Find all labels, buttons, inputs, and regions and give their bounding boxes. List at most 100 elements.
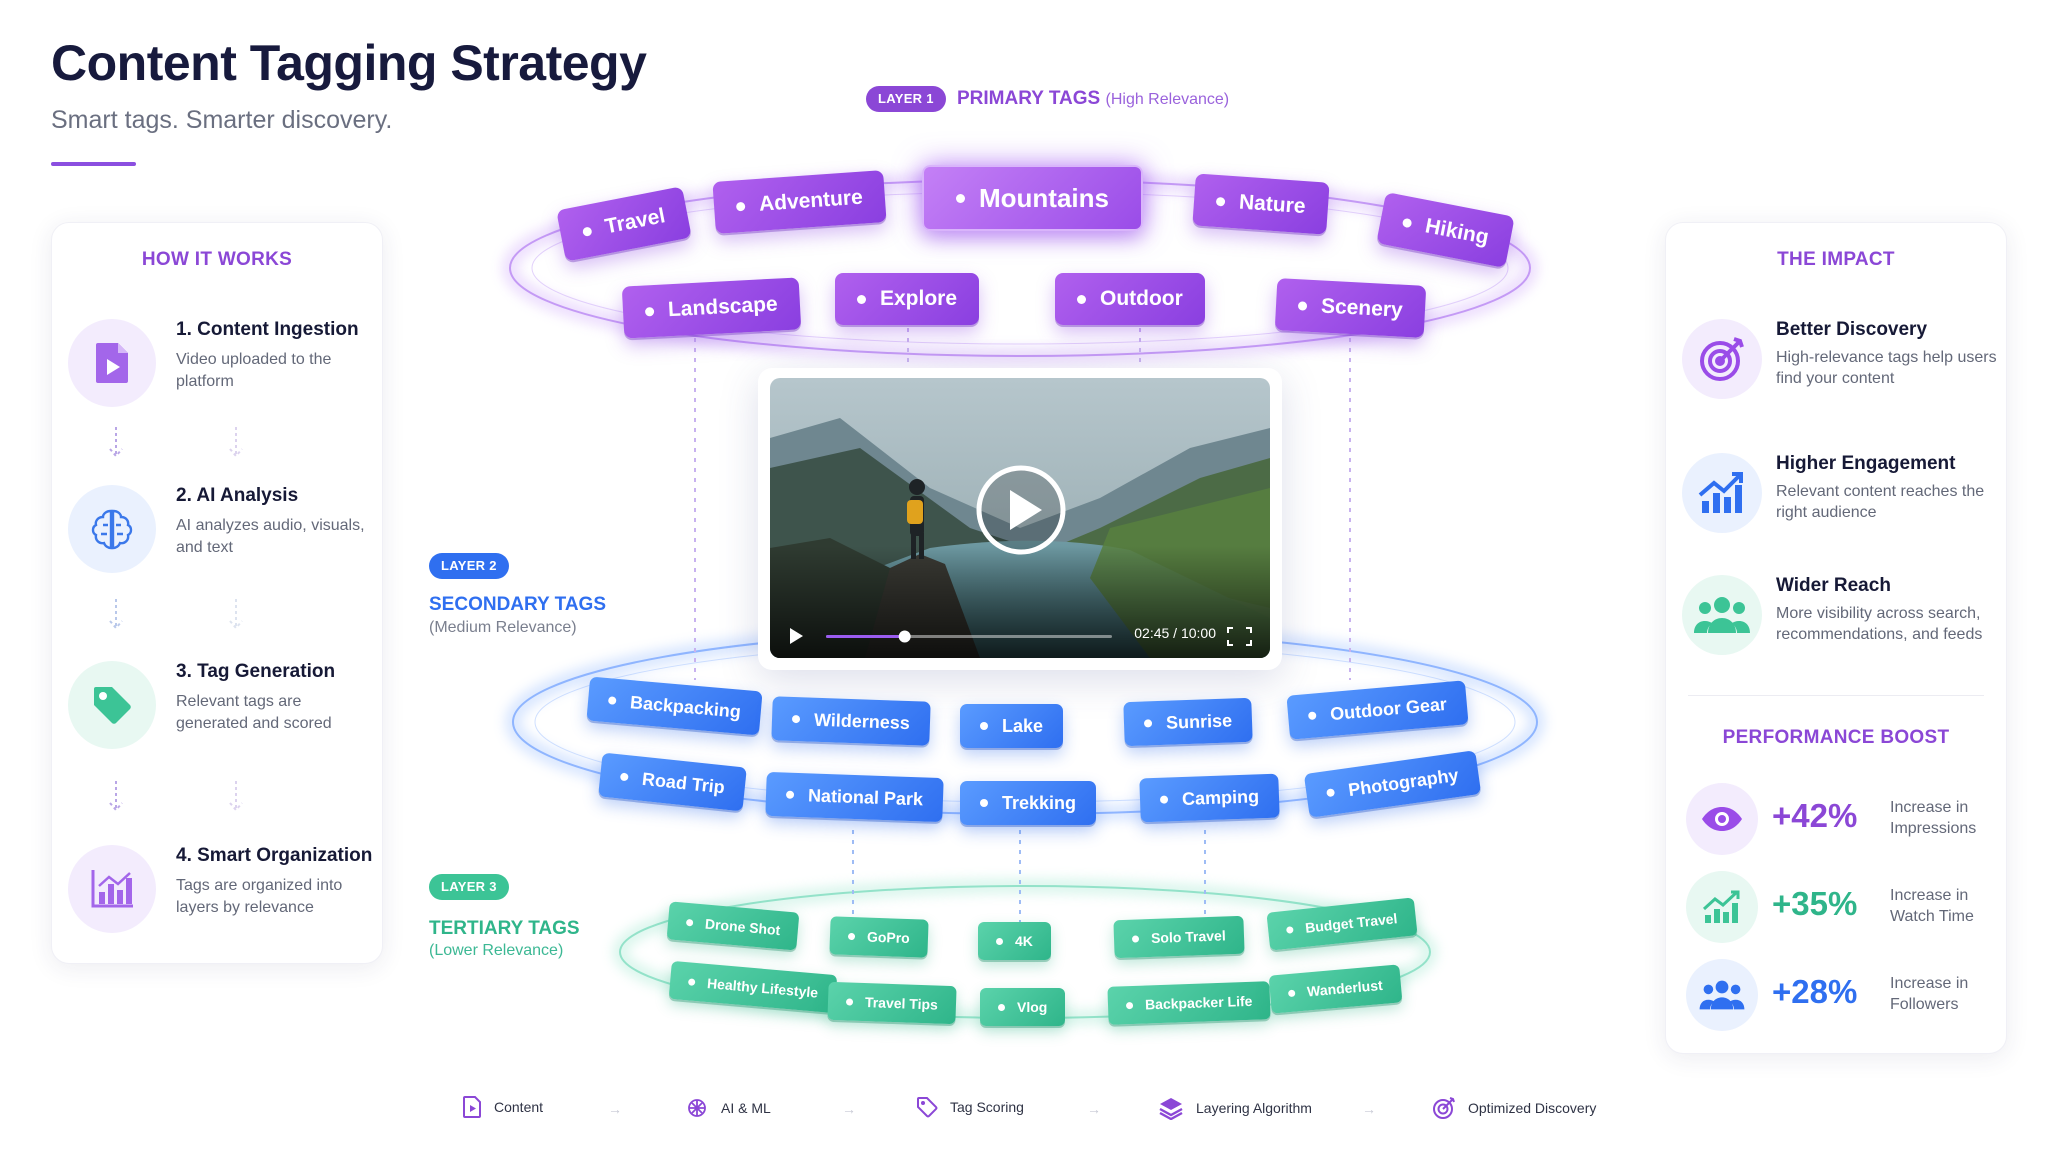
impact-divider xyxy=(1688,695,1984,696)
how-it-works-card: HOW IT WORKS 1. Content Ingestion Video … xyxy=(51,222,383,964)
step-content-ingestion: 1. Content Ingestion Video uploaded to t… xyxy=(68,319,380,419)
tertiary-tag[interactable]: Vlog xyxy=(980,988,1066,1026)
secondary-tag[interactable]: Trekking xyxy=(960,781,1097,825)
chevron-down-icon xyxy=(229,427,243,458)
perf-value: +28% xyxy=(1772,973,1858,1010)
primary-tag[interactable]: Nature xyxy=(1192,173,1330,235)
perf-label: Increase in Impressions xyxy=(1890,799,1977,837)
impact-title: Better Discovery xyxy=(1776,319,1928,340)
step-title: 3. Tag Generation xyxy=(176,661,336,682)
tertiary-tag[interactable]: Solo Travel xyxy=(1113,915,1245,959)
impact-desc: More visibility across search, recommend… xyxy=(1776,605,1983,643)
step-title: 2. AI Analysis xyxy=(176,485,299,506)
step-ai-analysis: 2. AI Analysis AI analyzes audio, visual… xyxy=(68,485,380,585)
secondary-tag[interactable]: Camping xyxy=(1139,773,1280,823)
brain-icon xyxy=(68,485,156,573)
video-thumbnail[interactable]: 02:45 / 10:00 xyxy=(770,378,1270,658)
tertiary-tags-title: TERTIARY TAGS xyxy=(429,918,580,939)
arrow-right-icon: → xyxy=(842,1101,856,1117)
page-title: Content Tagging Strategy xyxy=(51,35,647,91)
video-time: 02:45 / 10:00 xyxy=(1134,625,1216,641)
tertiary-tag[interactable]: Backpacker Life xyxy=(1107,981,1272,1025)
secondary-tag[interactable]: Wilderness xyxy=(771,696,931,746)
primary-tag[interactable]: Landscape xyxy=(621,277,801,339)
pipeline-ai-ml: AI & ML xyxy=(685,1096,771,1120)
perf-value: +35% xyxy=(1772,885,1858,922)
primary-tags-heading: PRIMARY TAGS xyxy=(957,88,1101,109)
pipeline-label: Layering Algorithm xyxy=(1196,1100,1312,1116)
pipeline-label: Optimized Discovery xyxy=(1468,1100,1597,1116)
primary-tag[interactable]: Explore xyxy=(835,273,980,325)
performance-heading: PERFORMANCE BOOST xyxy=(1722,727,1950,748)
layer-3-badge: LAYER 3 xyxy=(429,874,509,900)
chip-icon xyxy=(688,1099,706,1117)
trend-up-icon xyxy=(1686,871,1758,943)
primary-tag-featured[interactable]: Mountains xyxy=(922,165,1143,231)
secondary-tag[interactable]: National Park xyxy=(765,771,944,823)
target-icon xyxy=(1682,319,1762,399)
secondary-tags-title: SECONDARY TAGS xyxy=(429,594,607,615)
document-icon xyxy=(463,1096,481,1118)
bar-chart-icon xyxy=(68,845,156,933)
target-icon xyxy=(1433,1097,1455,1119)
play-icon xyxy=(790,628,803,644)
impact-title: Wider Reach xyxy=(1776,575,1891,596)
arrow-right-icon: → xyxy=(1087,1101,1101,1117)
tertiary-tag[interactable]: Travel Tips xyxy=(827,981,957,1025)
step-desc: Video uploaded to the platform xyxy=(176,351,332,390)
arrow-right-icon: → xyxy=(1362,1101,1376,1117)
fullscreen-icon xyxy=(1227,627,1252,646)
impact-heading: THE IMPACT xyxy=(1777,249,1895,270)
chevron-down-icon xyxy=(229,599,243,630)
primary-tag[interactable]: Scenery xyxy=(1274,278,1426,338)
video-player: 02:45 / 10:00 xyxy=(758,368,1282,670)
video-file-icon xyxy=(68,319,156,407)
impact-higher-engagement: Higher Engagement Relevant content reach… xyxy=(1682,453,2002,543)
perf-label: Increase in Watch Time xyxy=(1890,887,1974,925)
users-icon xyxy=(1686,959,1758,1031)
perf-watch-time: +35% Increase in Watch Time xyxy=(1686,871,2006,951)
pipeline-content: Content xyxy=(462,1096,543,1118)
chevron-down-icon xyxy=(109,599,123,630)
impact-desc: Relevant content reaches the right audie… xyxy=(1776,483,1985,521)
layer-2-badge: LAYER 2 xyxy=(429,553,509,579)
perf-value: +42% xyxy=(1772,797,1858,834)
step-desc: Relevant tags are generated and scored xyxy=(176,693,332,732)
chevron-down-icon xyxy=(229,781,243,812)
pipeline-layering: Layering Algorithm xyxy=(1158,1096,1312,1120)
tertiary-tag[interactable]: GoPro xyxy=(829,916,929,958)
primary-tags-title: PRIMARY TAGS (High Relevance) xyxy=(957,88,1229,110)
step-tag-generation: 3. Tag Generation Relevant tags are gene… xyxy=(68,661,380,761)
impact-better-discovery: Better Discovery High-relevance tags hel… xyxy=(1682,319,2002,409)
secondary-tag[interactable]: Lake xyxy=(960,704,1064,748)
impact-desc: High-relevance tags help users find your… xyxy=(1776,349,1997,387)
layer-1-badge: LAYER 1 xyxy=(866,86,946,112)
secondary-tag[interactable]: Sunrise xyxy=(1123,697,1253,747)
step-title: 4. Smart Organization xyxy=(176,845,373,866)
step-desc: Tags are organized into layers by releva… xyxy=(176,877,343,916)
tag-icon xyxy=(917,1097,938,1118)
step-title: 1. Content Ingestion xyxy=(176,319,359,340)
primary-tag[interactable]: Outdoor xyxy=(1055,273,1205,325)
how-it-works-heading: HOW IT WORKS xyxy=(141,249,293,270)
layers-icon xyxy=(1159,1098,1183,1120)
growth-chart-icon xyxy=(1682,453,1762,533)
page-subtitle: Smart tags. Smarter discovery. xyxy=(51,106,393,134)
chevron-down-icon xyxy=(109,781,123,812)
perf-impressions: +42% Increase in Impressions xyxy=(1686,783,2006,863)
tag-icon xyxy=(68,661,156,749)
pipeline-tag-scoring: Tag Scoring xyxy=(916,1096,1024,1118)
impact-title: Higher Engagement xyxy=(1776,453,1956,474)
step-desc: AI analyzes audio, visuals, and text xyxy=(176,517,365,556)
perf-followers: +28% Increase in Followers xyxy=(1686,959,2006,1039)
eye-icon xyxy=(1686,783,1758,855)
tertiary-tags-relevance: (Lower Relevance) xyxy=(429,942,564,959)
title-underline xyxy=(51,162,136,166)
primary-tags-relevance: (High Relevance) xyxy=(1105,91,1230,108)
pipeline-label: Content xyxy=(494,1099,544,1115)
pipeline-label: Tag Scoring xyxy=(950,1099,1024,1115)
secondary-tags-relevance: (Medium Relevance) xyxy=(429,619,577,636)
tertiary-tag[interactable]: 4K xyxy=(978,922,1051,960)
pipeline-optimized-discovery: Optimized Discovery xyxy=(1432,1096,1596,1120)
chevron-down-icon xyxy=(109,427,123,458)
